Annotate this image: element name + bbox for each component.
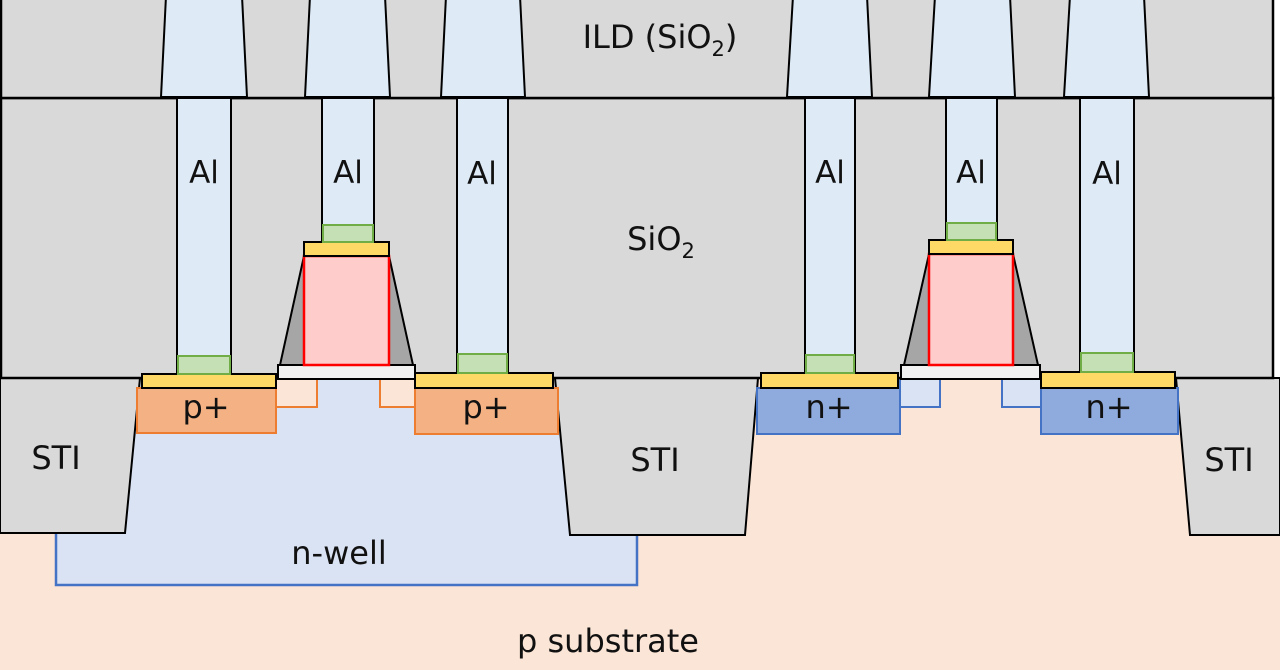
- via-plug: [927, 0, 1017, 98]
- gate-poly-left: [302, 254, 391, 367]
- p-plus-label: p+: [182, 388, 229, 426]
- via-plug: [303, 0, 392, 98]
- n-plus-label: n+: [805, 388, 852, 426]
- via-plug: [159, 0, 249, 98]
- contact-silicides: [177, 222, 1134, 375]
- ild-label: ILD (SiO2): [583, 18, 738, 61]
- contact-silicide: [946, 222, 997, 241]
- gate-oxide-right: [900, 364, 1041, 380]
- al-contact: [945, 97, 998, 241]
- n-ldd-right: [1001, 378, 1042, 408]
- contact-silicide: [1080, 352, 1134, 373]
- gate-oxide-left: [277, 364, 416, 380]
- via-plugs: [159, 0, 1151, 98]
- al-label: Al: [467, 156, 497, 192]
- al-label: Al: [815, 155, 845, 191]
- al-label: Al: [1092, 156, 1122, 192]
- contact-silicide: [457, 353, 508, 374]
- al-label: Al: [956, 155, 986, 191]
- sti-label: STI: [1204, 441, 1253, 479]
- al-contact: [456, 97, 509, 374]
- p-plus-label: p+: [462, 388, 509, 426]
- p-ldd-right: [379, 378, 416, 408]
- via-plug: [785, 0, 874, 98]
- via-plug: [439, 0, 527, 98]
- ild-label-subscript: 2: [712, 37, 725, 61]
- p-ldd-left: [275, 378, 318, 408]
- n-well-label: n-well: [291, 534, 386, 572]
- sio2-label-text: SiO: [627, 220, 681, 258]
- sio2-label-subscript: 2: [682, 239, 695, 263]
- al-contacts: [176, 97, 1135, 375]
- al-contact: [1079, 97, 1135, 373]
- al-label: Al: [333, 155, 363, 191]
- sti-label: STI: [31, 439, 80, 477]
- contact-silicide: [177, 355, 231, 375]
- gate-silicide-right: [928, 239, 1014, 255]
- sio2-label: SiO2: [627, 220, 695, 263]
- sd-silicide: [1040, 371, 1176, 389]
- al-label: Al: [189, 155, 219, 191]
- n-plus-left: [756, 387, 901, 435]
- n-ldd-left: [899, 378, 941, 408]
- al-contact: [804, 97, 856, 374]
- p-plus-left: [136, 387, 277, 434]
- n-plus-right: [1040, 387, 1179, 435]
- contact-silicide: [805, 354, 855, 374]
- al-contact: [176, 97, 232, 375]
- sd-silicide: [141, 373, 277, 389]
- ild-label-close: ): [725, 18, 737, 56]
- sd-silicide: [414, 372, 554, 389]
- p-substrate-label: p substrate: [517, 622, 699, 660]
- sti-label: STI: [630, 441, 679, 479]
- al-contact: [321, 97, 375, 243]
- gate-silicide-left: [303, 241, 390, 257]
- ild-label-text: ILD (SiO: [583, 18, 712, 56]
- n-plus-label: n+: [1085, 388, 1132, 426]
- gate-poly-right: [927, 252, 1015, 367]
- contact-silicide: [322, 224, 374, 243]
- sd-silicide: [760, 372, 899, 389]
- via-plug: [1062, 0, 1151, 98]
